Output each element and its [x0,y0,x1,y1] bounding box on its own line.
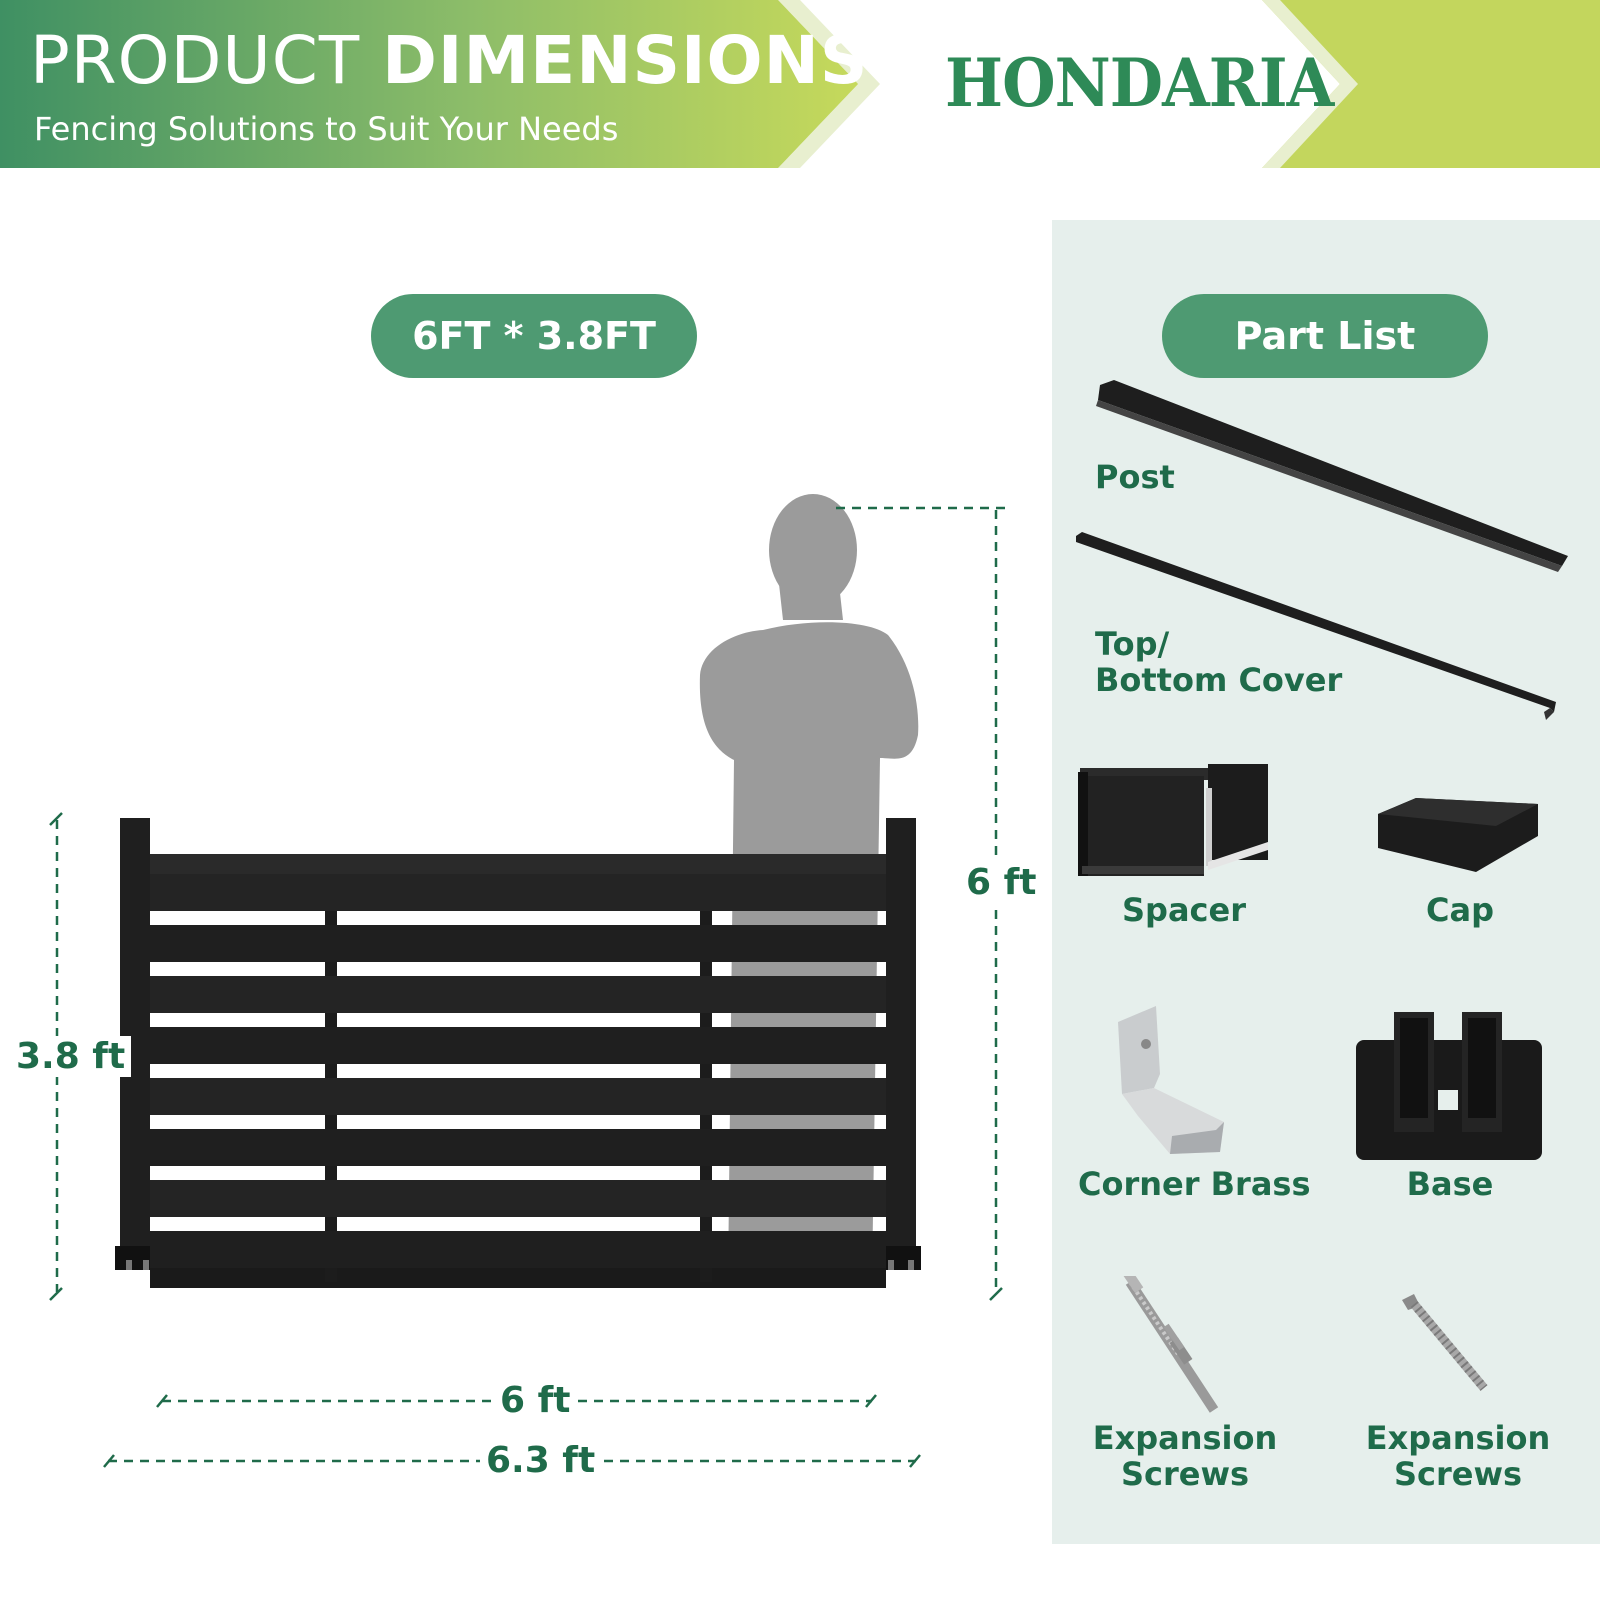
right-post-base [881,1246,921,1270]
person-height-label: 6 ft [960,862,1043,903]
part-label-screw-line1: Expansion [1365,1419,1551,1457]
fence-board [150,925,886,962]
part-label-cap: Cap [1426,891,1494,929]
part-label-cover-line2: Bottom Cover [1095,661,1343,699]
right-post [886,818,916,1254]
fence-spacer [325,1013,337,1027]
fence-spacer [700,1268,712,1282]
part-label-cover: Top/ Bottom Cover [1095,626,1342,698]
fence-spacer [700,911,712,925]
cap-icon [1378,798,1538,872]
header-banner: PRODUCT DIMENSIONS Fencing Solutions to … [0,0,1600,168]
part-label-anchor-bolt: Expansion Screws [1085,1420,1285,1492]
title-bold: DIMENSIONS [382,22,869,99]
page-subtitle: Fencing Solutions to Suit Your Needs [34,110,619,148]
part-label-base: Base [1406,1165,1494,1203]
panel-width-label: 6 ft [494,1380,577,1421]
fence-board [150,1078,886,1115]
title-light: PRODUCT [30,22,361,99]
part-label-cover-line1: Top/ [1095,625,1170,663]
fence-spacer [700,962,712,976]
fence-board [150,1129,886,1166]
fence-spacer [700,1166,712,1180]
fence-board [150,976,886,1013]
fence-height-label: 3.8 ft [10,1036,132,1077]
part-label-spacer: Spacer [1122,891,1246,929]
fence-spacer [325,1217,337,1231]
header-background [0,0,1600,168]
size-badge: 6FT * 3.8FT [371,294,697,378]
part-label-anchor-bolt-line2: Screws [1120,1455,1250,1493]
fence-spacer [325,1166,337,1180]
fence-board [150,1027,886,1064]
part-list-panel [1052,220,1600,1544]
fence-spacer [700,1013,712,1027]
part-label-post: Post [1095,458,1175,496]
fence-spacers [325,911,712,1282]
fence-spacer [325,911,337,925]
fence-spacer [325,1115,337,1129]
screw-icon [1402,1294,1488,1391]
brand-logo: HONDARIA [945,44,1334,122]
spacer-icon [1078,764,1268,876]
fence-diagram [49,494,1010,1468]
fence-spacer [325,1064,337,1078]
top-cover [150,854,886,874]
base-icon [1356,1012,1542,1160]
bottom-cover [150,1268,886,1288]
fence-board [150,874,886,911]
cover-icon [1076,532,1556,720]
fence-spacer [700,1217,712,1231]
post-icon [1096,380,1568,572]
fence-height-dimension [49,812,63,1301]
fence-posts [115,818,921,1270]
fence-spacer [325,962,337,976]
part-label-screw: Expansion Screws [1358,1420,1558,1492]
fence-board [150,1180,886,1217]
part-list-title: Part List [1162,294,1488,378]
fence-boards [150,854,886,1288]
part-label-anchor-bolt-line1: Expansion [1092,1419,1278,1457]
page-title: PRODUCT DIMENSIONS [30,22,868,99]
fence-spacer [700,1064,712,1078]
corner-brass-icon [1118,1006,1224,1154]
part-label-corner-brass: Corner Brass [1078,1165,1311,1203]
fence-board [150,1231,886,1268]
fence-spacer [325,1268,337,1282]
fence-spacer [700,1115,712,1129]
total-width-label: 6.3 ft [480,1440,602,1481]
anchor-bolt-icon [1122,1276,1219,1413]
part-label-screw-line2: Screws [1393,1455,1523,1493]
